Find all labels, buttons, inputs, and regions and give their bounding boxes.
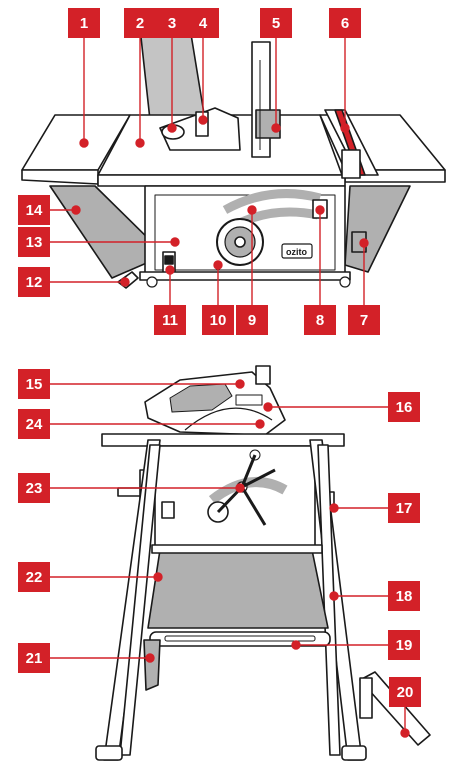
svg-text:6: 6 — [341, 15, 349, 32]
svg-text:8: 8 — [316, 312, 324, 329]
svg-text:2: 2 — [136, 15, 144, 32]
svg-text:11: 11 — [162, 312, 178, 329]
guard-brand-plate — [235, 394, 263, 406]
svg-text:24: 24 — [26, 416, 43, 433]
svg-text:17: 17 — [396, 500, 413, 517]
stand-switch — [161, 501, 175, 519]
callout-8: 8 — [304, 305, 336, 335]
svg-text:9: 9 — [248, 312, 256, 329]
svg-text:12: 12 — [26, 274, 43, 291]
svg-text:19: 19 — [396, 637, 413, 654]
svg-text:20: 20 — [397, 684, 414, 701]
guard-top-handle — [255, 365, 271, 385]
svg-text:5: 5 — [272, 15, 280, 32]
callout-4: 4 — [187, 8, 219, 38]
svg-text:1: 1 — [80, 15, 88, 32]
callout-23: 23 — [18, 473, 50, 503]
right-rear-leg — [317, 444, 341, 756]
svg-text:16: 16 — [396, 399, 413, 416]
callout-17: 17 — [388, 493, 420, 523]
callout-13: 13 — [18, 227, 50, 257]
right-stand-panel — [344, 185, 411, 273]
svg-text:15: 15 — [26, 376, 43, 393]
callout-labels: 1 2 3 4 5 6 7 8 9 10 11 12 13 14 15 16 1… — [18, 8, 421, 707]
stand-grey-panel — [147, 549, 329, 629]
callout-22: 22 — [18, 562, 50, 592]
svg-text:18: 18 — [396, 588, 413, 605]
callout-11: 11 — [154, 305, 186, 335]
callout-12: 12 — [18, 267, 50, 297]
callout-10: 10 — [202, 305, 234, 335]
svg-text:4: 4 — [199, 15, 208, 32]
blade-teeth — [184, 407, 273, 431]
left-rear-leg — [119, 444, 161, 756]
svg-text:21: 21 — [26, 650, 43, 667]
callout-2: 2 — [124, 8, 156, 38]
svg-text:13: 13 — [26, 234, 43, 251]
brand-plate — [281, 243, 313, 259]
callout-20: 20 — [389, 677, 421, 707]
callout-9: 9 — [236, 305, 268, 335]
cabinet-base — [139, 271, 351, 281]
table-front-edge — [97, 174, 346, 187]
callout-14: 14 — [18, 195, 50, 225]
leader-lines — [50, 38, 410, 738]
stand-table-top — [101, 433, 345, 447]
riving-knife — [251, 41, 271, 158]
callout-1: 1 — [68, 8, 100, 38]
svg-text:3: 3 — [168, 15, 176, 32]
stand-upper-bar — [151, 544, 323, 554]
svg-text:10: 10 — [210, 312, 227, 329]
bevel-slot-outer — [222, 189, 322, 214]
svg-text:23: 23 — [26, 480, 43, 497]
callout-7: 7 — [348, 305, 380, 335]
callout-3: 3 — [156, 8, 188, 38]
left-table-edge — [21, 169, 99, 185]
callout-16: 16 — [388, 392, 420, 422]
callout-21: 21 — [18, 643, 50, 673]
fence-clamp — [341, 149, 361, 179]
brand-text-top: ozito — [286, 247, 307, 257]
svg-text:22: 22 — [26, 569, 43, 586]
callout-5: 5 — [260, 8, 292, 38]
support-foot — [359, 671, 431, 746]
callout-6: 6 — [329, 8, 361, 38]
callout-24: 24 — [18, 409, 50, 439]
svg-text:14: 14 — [26, 202, 43, 219]
callout-15: 15 — [18, 369, 50, 399]
callout-18: 18 — [388, 581, 420, 611]
left-leg-bracket — [143, 639, 161, 691]
callout-19: 19 — [388, 630, 420, 660]
guard-window — [169, 383, 233, 413]
svg-text:7: 7 — [360, 312, 368, 329]
top-saw-view — [21, 27, 446, 289]
